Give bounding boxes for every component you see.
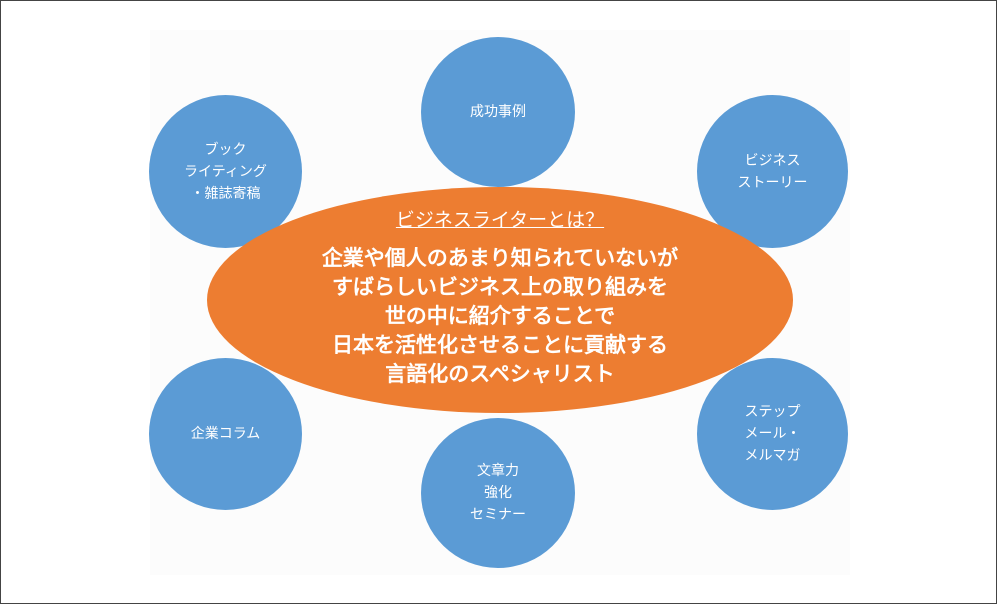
center-line: 世の中に紹介することで [384, 304, 616, 328]
bubble-label: ストーリー [737, 174, 808, 191]
bubble-business-story: ビジネス ストーリー [697, 95, 848, 248]
bubble-label: ・雑誌寄稿 [190, 185, 261, 202]
bubble-step-mail: ステップ メール・ メルマガ [697, 358, 848, 510]
bubble-label: 企業コラム [190, 426, 261, 442]
bubble-book-writing: ブック ライティング ・雑誌寄稿 [149, 95, 302, 248]
center-title: ビジネスライターとは？ [395, 209, 605, 231]
bubble-label: 成功事例 [470, 104, 526, 120]
bubble-writing-seminar: 文章力 強化 セミナー [421, 418, 575, 568]
bubble-label: ライティング [184, 163, 267, 180]
bubble-label: メルマガ [744, 448, 801, 464]
center-line: 言語化のスペシャリスト [385, 362, 615, 386]
center-line: すばらしいビジネス上の取り組みを [332, 275, 668, 299]
center-ellipse: ビジネスライターとは？ 企業や個人のあまり知られていないが すばらしいビジネス上… [207, 187, 793, 413]
center-line: 日本を活性化させることに貢献する [332, 333, 668, 357]
bubble-label: ステップ [744, 404, 801, 420]
bubble-label: ブック [204, 141, 247, 158]
bubble-label: 強化 [484, 485, 512, 501]
bubble-corporate-column: 企業コラム [149, 358, 302, 510]
bubble-label: セミナー [470, 507, 526, 523]
bubble-label: 文章力 [477, 463, 519, 479]
center-line: 企業や個人のあまり知られていないが [321, 246, 679, 270]
bubble-label: メール・ [744, 426, 801, 442]
bubble-success-cases: 成功事例 [421, 37, 575, 187]
bubble-label: ビジネス [744, 152, 801, 169]
